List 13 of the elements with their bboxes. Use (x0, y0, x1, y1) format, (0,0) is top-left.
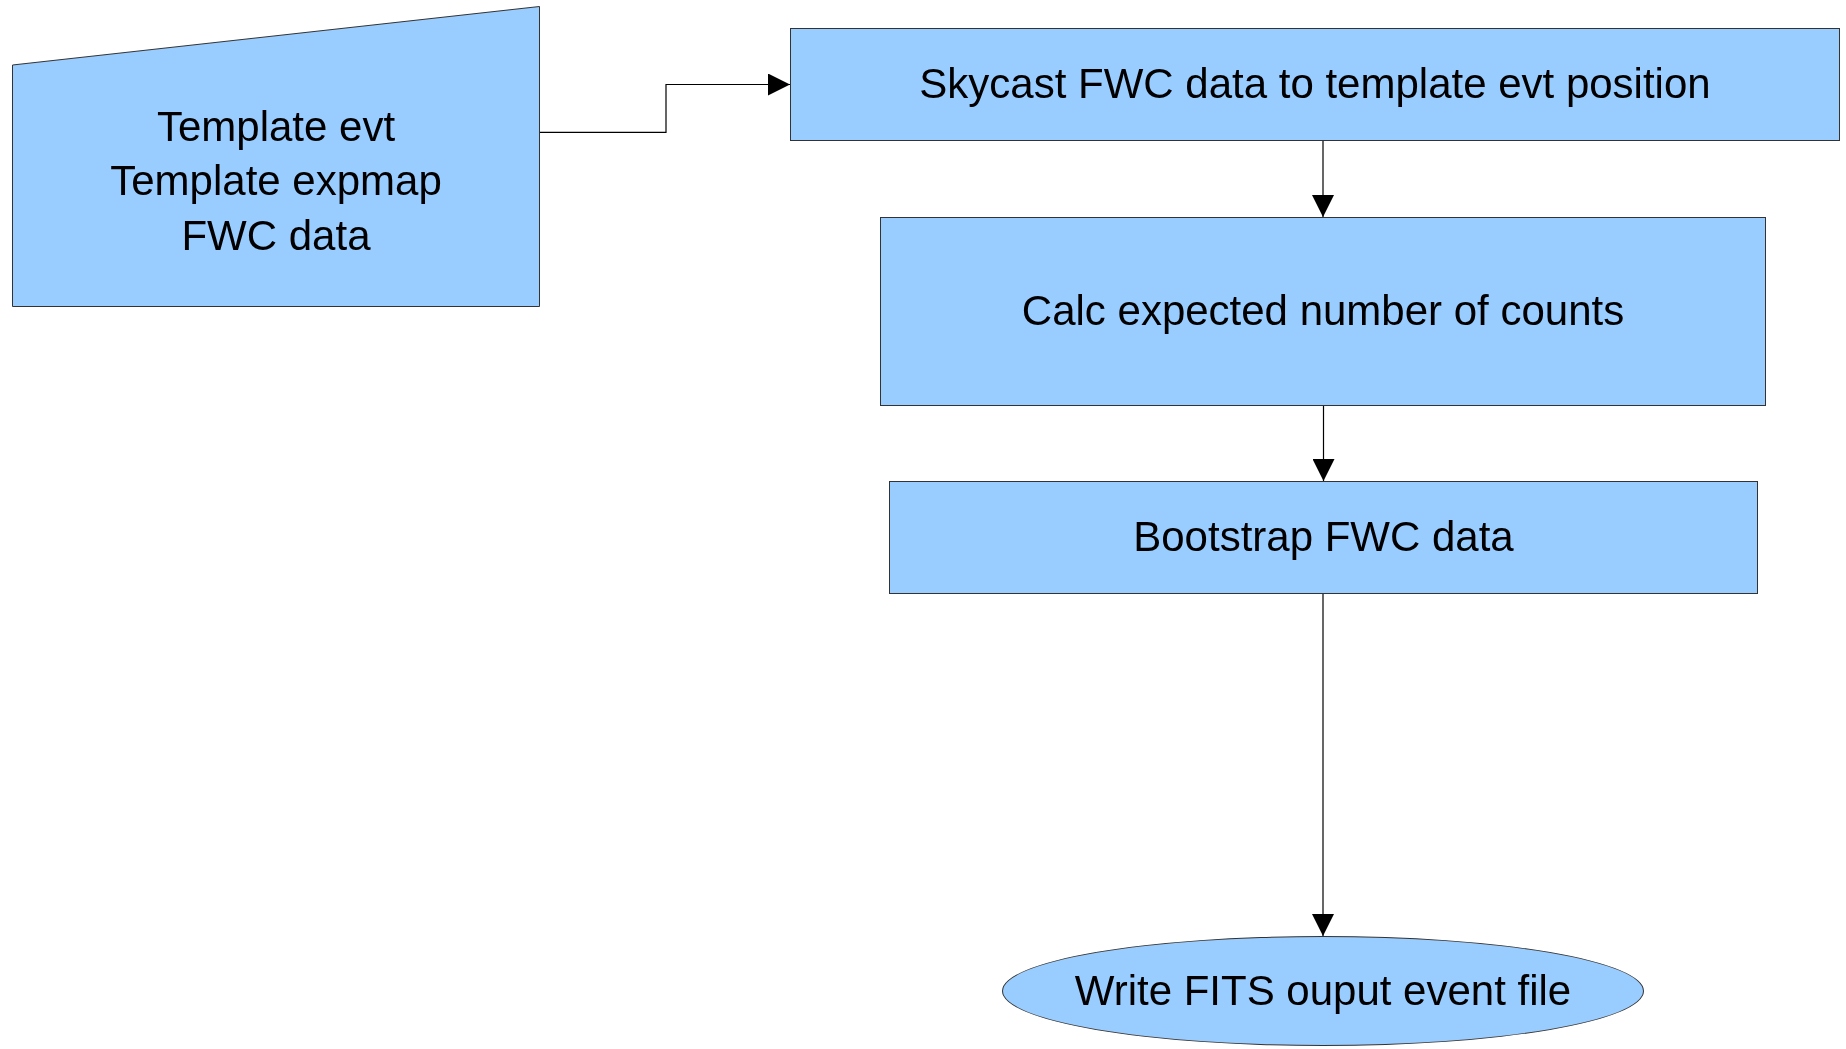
process-box (790, 28, 1840, 141)
node-label: Template evt Template expmap FWC data (109, 101, 443, 261)
arrow (539, 73, 791, 133)
arrow (1312, 405, 1335, 482)
node-label: Calc expected number of counts (1021, 286, 1625, 337)
arrow (1312, 593, 1334, 937)
process-box (880, 217, 1766, 406)
node-label: Bootstrap FWC data (1133, 512, 1514, 563)
arrow (1312, 140, 1334, 218)
node-label: Skycast FWC data to template evt position (919, 59, 1711, 110)
node-label: Write FITS ouput event file (1074, 965, 1572, 1016)
process-box (889, 481, 1758, 594)
manual-input-shape (12, 6, 540, 307)
